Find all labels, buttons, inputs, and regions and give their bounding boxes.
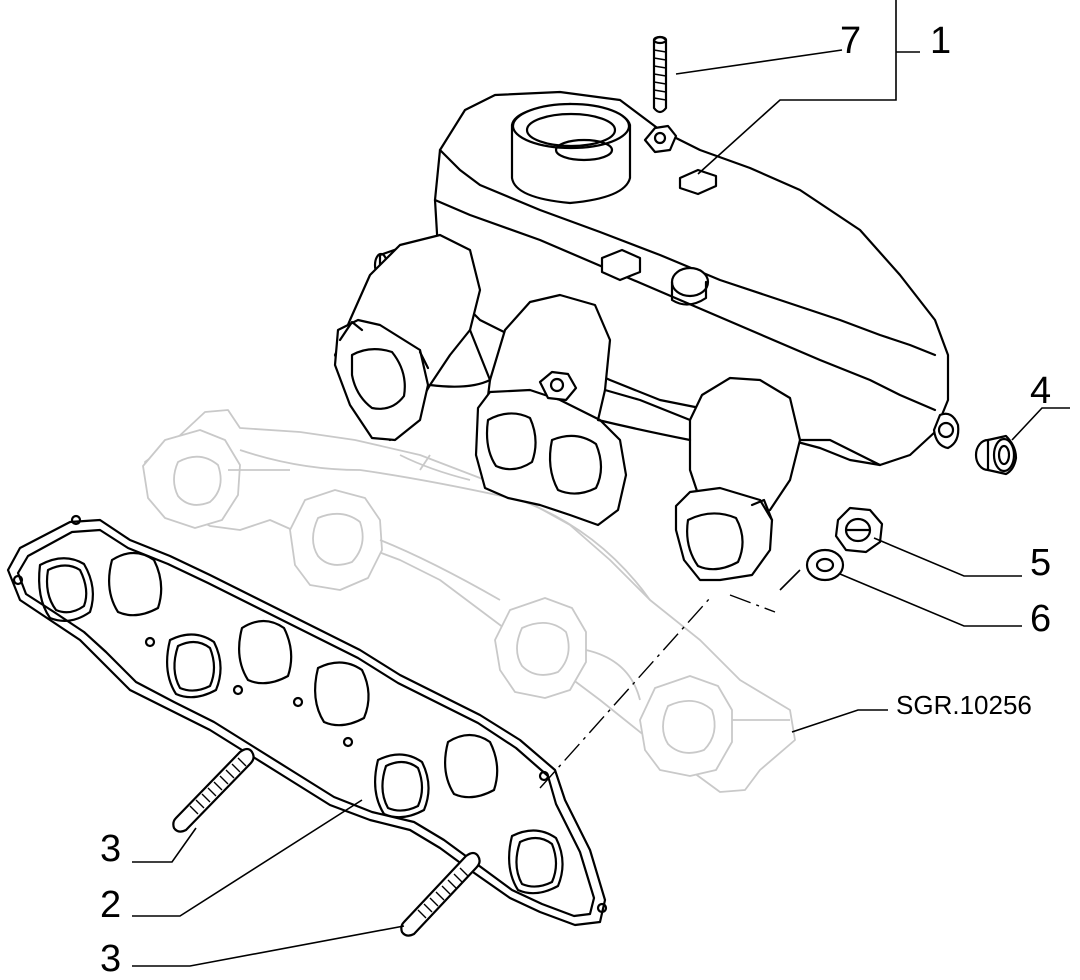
assembly-axis	[539, 594, 776, 789]
plug	[974, 434, 1018, 476]
callout-4: 4	[1030, 370, 1052, 412]
stud-top	[652, 35, 668, 114]
intake-manifold	[333, 90, 960, 582]
callout-1: 1	[930, 20, 952, 62]
callout-6: 6	[1030, 598, 1052, 640]
stud-lower	[400, 851, 481, 937]
leader-lines	[132, 0, 1070, 967]
manifold-gasket	[6, 514, 608, 927]
callout-2: 2	[100, 884, 122, 926]
reference-label: SGR.10256	[896, 690, 1032, 720]
callout-5: 5	[1030, 542, 1052, 584]
washer	[805, 548, 845, 582]
nut	[834, 506, 884, 554]
callout-3-lower: 3	[100, 938, 122, 980]
exhaust-manifold-reference	[142, 409, 796, 793]
callout-3-upper: 3	[100, 828, 122, 870]
stud-upper	[172, 747, 255, 833]
callout-7: 7	[840, 20, 862, 62]
